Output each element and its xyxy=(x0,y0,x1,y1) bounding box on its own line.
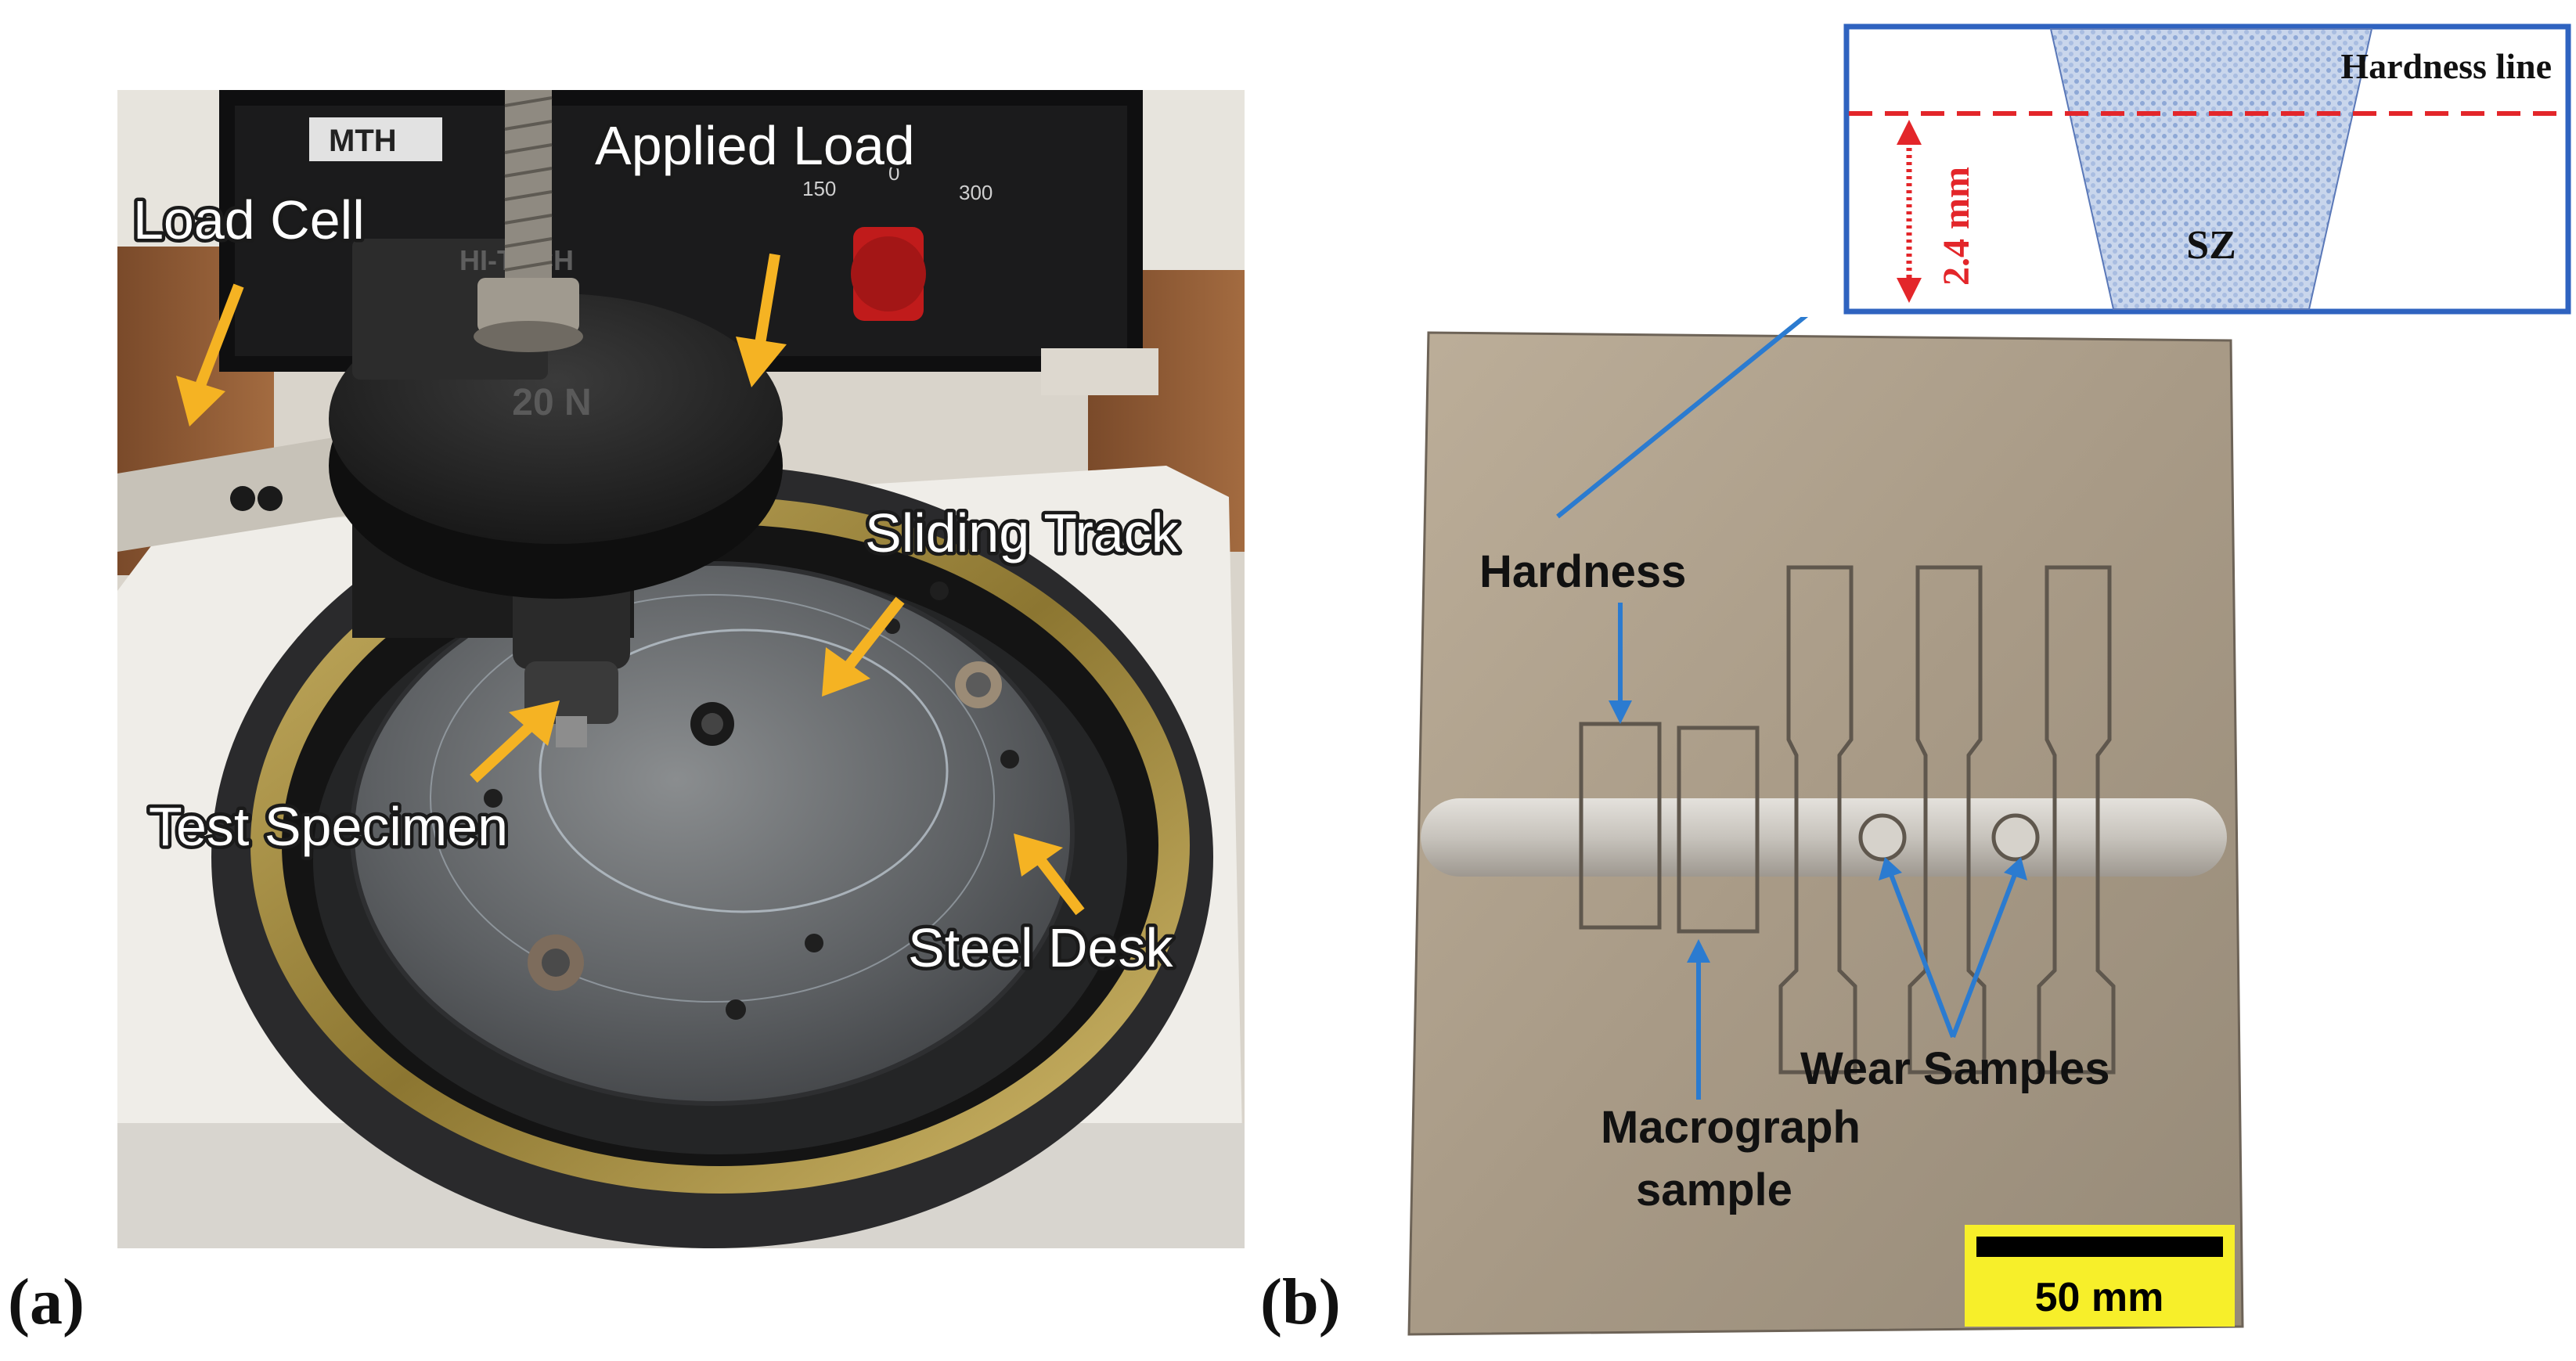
wear-machine-photo: 150 0 300 MTH HI-TECH 20 N xyxy=(117,90,1245,1248)
label-load-cell: Load Cell xyxy=(133,189,365,250)
welded-plate-photo: Hardness Wear Samples Macrograph sample … xyxy=(1401,317,2246,1338)
arrow-load-cell xyxy=(176,283,244,427)
label-wear-samples: Wear Samples xyxy=(1800,1043,2109,1094)
arrow-wear-samples xyxy=(1879,857,2027,1039)
arrow-sliding-track xyxy=(822,596,905,697)
depth-label: 2.4 mm xyxy=(1936,167,1977,286)
label-applied-load: Applied Load xyxy=(595,115,915,176)
arrow-hardness-inset xyxy=(1556,317,1809,519)
hardness-line-label: Hardness line xyxy=(2340,46,2552,86)
machine-brand: MTH xyxy=(329,124,397,158)
arrow-macrograph xyxy=(1687,939,1710,1100)
label-macrograph-line2: sample xyxy=(1636,1165,1792,1215)
label-sliding-track: Sliding Track xyxy=(865,502,1180,563)
depth-arrow xyxy=(1897,120,1922,303)
dial-label-150: 150 xyxy=(802,177,836,200)
panel-a-label: (a) xyxy=(8,1266,85,1338)
label-macrograph-line1: Macrograph xyxy=(1601,1102,1861,1153)
weight-label: 20 N xyxy=(512,382,591,423)
arrow-steel-desk xyxy=(1014,834,1085,916)
arrow-test-specimen xyxy=(470,700,560,783)
dial-label-0: 0 xyxy=(888,161,899,185)
label-hardness: Hardness xyxy=(1479,546,1686,597)
panel-b-label: (b) xyxy=(1260,1266,1341,1338)
hardness-schematic: 2.4 mm Hardness line SZ xyxy=(1843,23,2571,315)
scale-bar: 50 mm xyxy=(1965,1225,2235,1327)
hardness-inset: 2.4 mm Hardness line SZ xyxy=(1843,23,2571,315)
dial-label-300: 300 xyxy=(959,181,993,204)
stir-zone xyxy=(2049,28,2373,310)
label-test-specimen: Test Specimen xyxy=(149,796,508,857)
scale-bar-label: 50 mm xyxy=(2035,1275,2164,1320)
stir-zone-label: SZ xyxy=(2186,223,2236,268)
label-steel-desk: Steel Desk xyxy=(908,917,1173,978)
arrow-applied-load xyxy=(736,253,787,387)
welded-plate-illustration: Hardness Wear Samples Macrograph sample … xyxy=(1401,317,2246,1338)
arrow-hardness xyxy=(1609,603,1632,724)
wear-machine-illustration: 150 0 300 MTH HI-TECH 20 N xyxy=(117,90,1245,1248)
